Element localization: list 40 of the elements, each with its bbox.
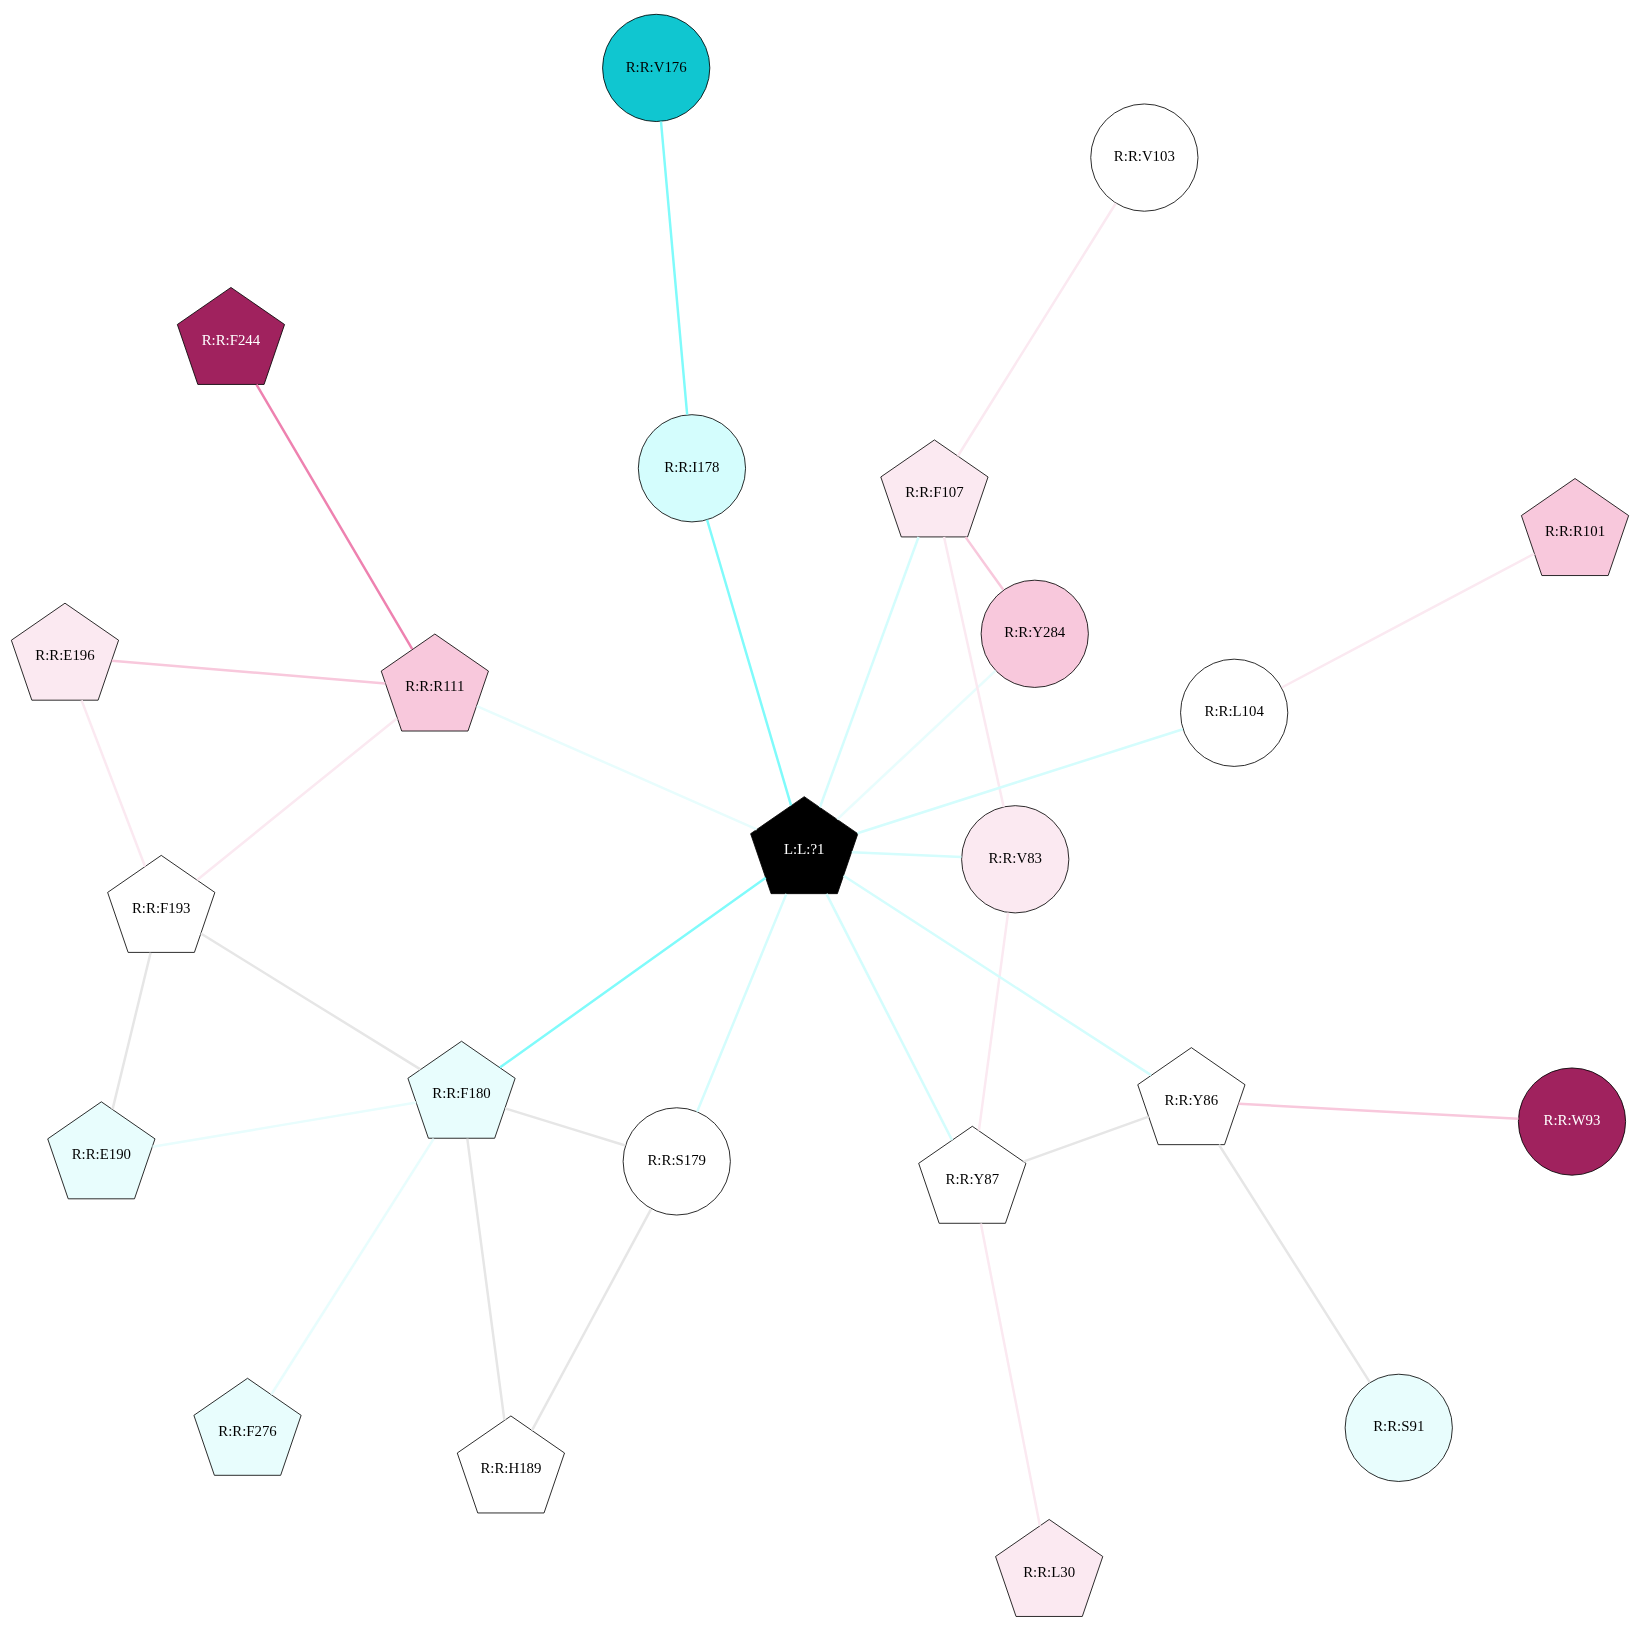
node-circle: R:R:S91 bbox=[1344, 1373, 1453, 1482]
connector bbox=[857, 727, 1184, 834]
connector bbox=[1281, 552, 1535, 689]
connector bbox=[196, 716, 398, 881]
connector bbox=[705, 518, 793, 806]
connector bbox=[1238, 1102, 1519, 1120]
connector bbox=[695, 892, 788, 1112]
node-circle: R:R:V83 bbox=[961, 804, 1070, 913]
node-circle: R:R:I178 bbox=[637, 413, 746, 522]
connector bbox=[270, 1137, 435, 1395]
connector bbox=[1217, 1143, 1371, 1383]
connector bbox=[659, 120, 689, 415]
connector bbox=[818, 536, 920, 808]
connector bbox=[152, 1100, 417, 1148]
connector bbox=[255, 383, 414, 650]
connector bbox=[466, 1137, 506, 1420]
connector bbox=[499, 876, 767, 1068]
connector bbox=[964, 535, 1005, 591]
connector bbox=[530, 1207, 653, 1431]
connector bbox=[979, 1222, 1042, 1526]
connector bbox=[942, 536, 1005, 807]
node-circle: R:R:W93 bbox=[1517, 1067, 1626, 1176]
node-circle: R:R:L104 bbox=[1180, 658, 1289, 767]
connector bbox=[80, 699, 147, 867]
node-circle: R:R:V176 bbox=[602, 13, 711, 122]
connector bbox=[836, 669, 997, 820]
connector bbox=[842, 874, 1152, 1076]
connector bbox=[111, 658, 386, 685]
node-circle: R:R:S179 bbox=[622, 1106, 731, 1215]
connector bbox=[1023, 1114, 1150, 1163]
connector bbox=[200, 932, 422, 1070]
connector bbox=[504, 1106, 626, 1147]
connector bbox=[977, 911, 1010, 1131]
connector bbox=[956, 202, 1117, 457]
node-circle: R:R:V103 bbox=[1090, 103, 1199, 212]
connector bbox=[825, 892, 954, 1141]
connector bbox=[851, 850, 962, 858]
node-circle: R:R:Y284 bbox=[980, 579, 1089, 688]
connector bbox=[111, 952, 152, 1110]
connector bbox=[476, 704, 758, 830]
